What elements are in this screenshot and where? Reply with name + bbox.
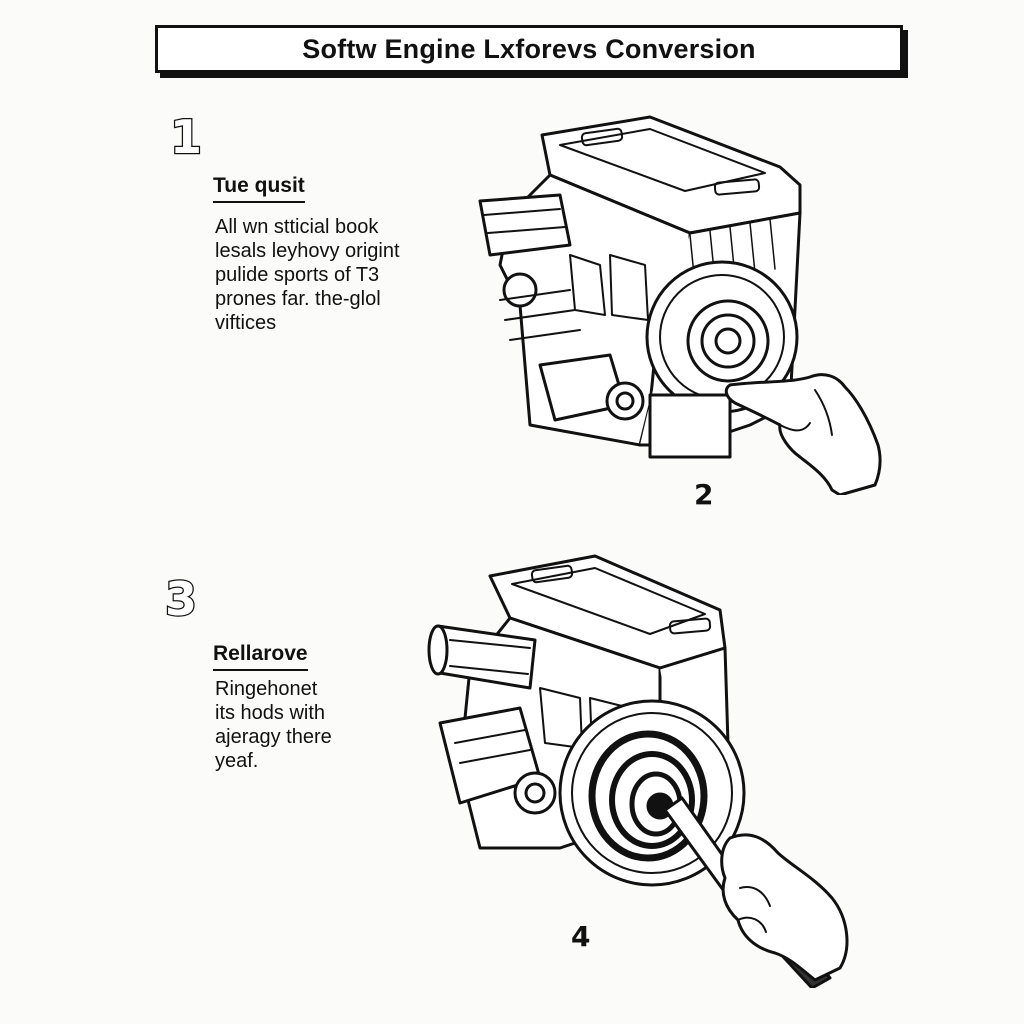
engine-with-screwdriver-icon — [427, 554, 849, 988]
page-title: Softw Engine Lxforevs Conversion — [302, 33, 756, 64]
step-1-number: 1 — [169, 109, 204, 166]
step-4-number: 4 — [571, 920, 591, 953]
step-3-description: Ringehonet its hods with ajeragy there y… — [215, 677, 332, 773]
engine-with-hand-icon — [478, 115, 882, 495]
step-1-heading: Tue qusit — [213, 174, 305, 203]
step-3-line: its hods with — [215, 702, 326, 724]
step-3-line: yeaf. — [215, 750, 259, 772]
step-2-number: 2 — [694, 478, 714, 511]
step-3-line: Ringehonet — [215, 678, 318, 700]
step-1-line: viftices — [215, 312, 277, 334]
step-3-number: 3 — [164, 571, 199, 628]
step-1-line: pulide sports of T3 — [215, 264, 380, 286]
step-3-heading: Rellarove — [213, 642, 308, 671]
step-1-description: All wn stticial book lesals leyhovy orig… — [215, 215, 400, 335]
step-1-line: All wn stticial book — [215, 216, 379, 238]
step-3-line: ajeragy there — [215, 726, 332, 748]
step-1-line: prones far. the-glol — [215, 288, 381, 310]
step-1-line: lesals leyhovy origint — [215, 240, 400, 262]
title-box: Softw Engine Lxforevs Conversion — [155, 25, 903, 73]
